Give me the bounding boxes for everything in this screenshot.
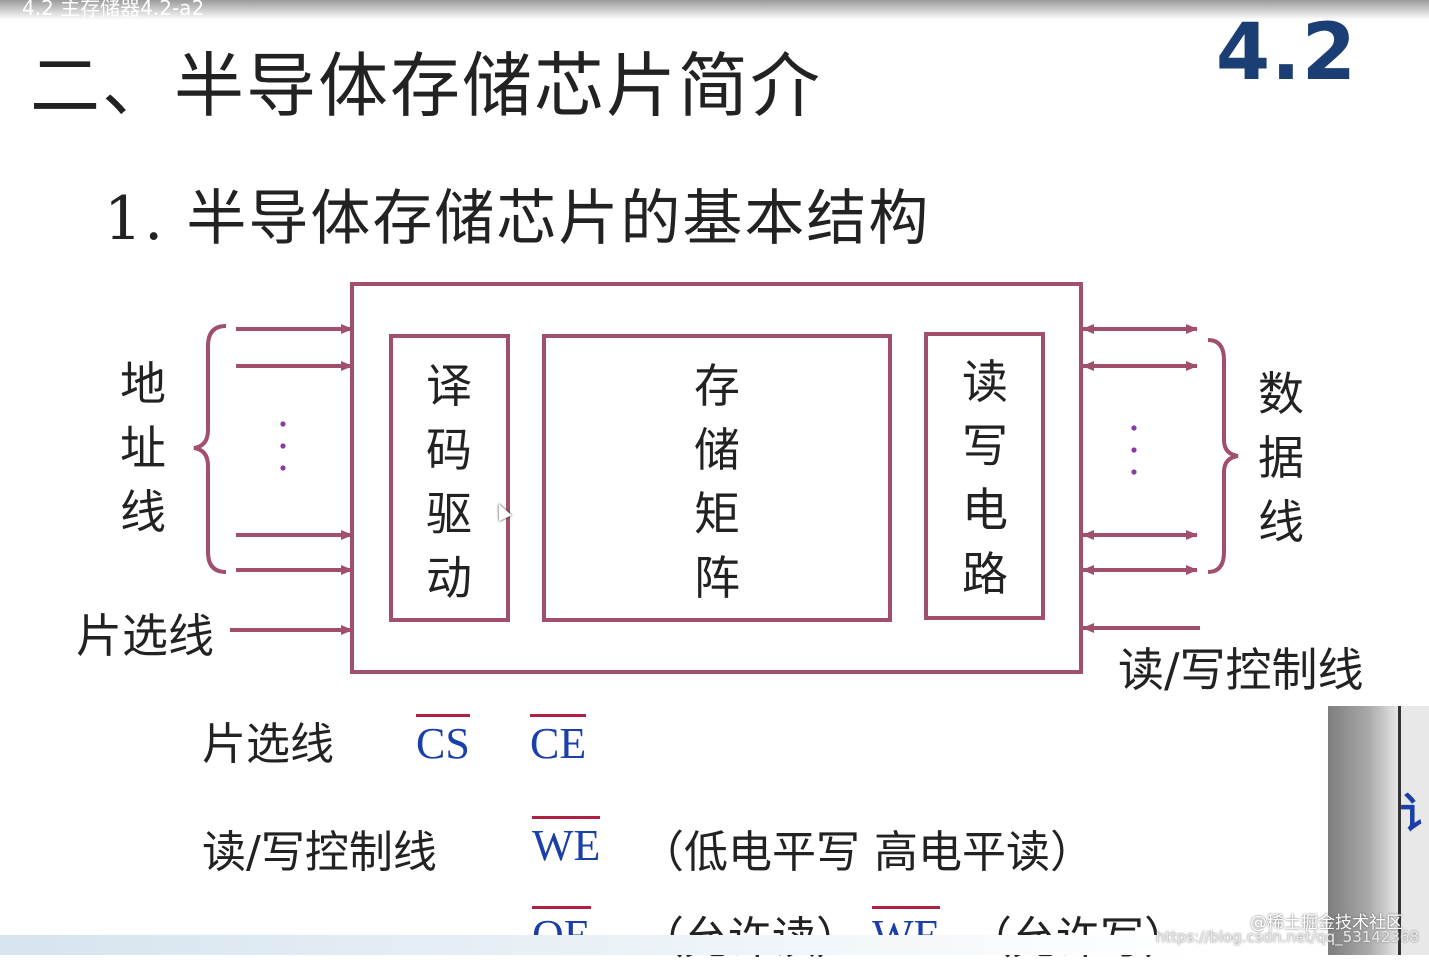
rw-char: 读 [962, 355, 1008, 409]
bottom-decoration [0, 935, 1200, 955]
ce-signal: CE [530, 714, 587, 769]
decoder-char: 驱 [426, 487, 472, 541]
matrix-block [542, 334, 892, 622]
overline [872, 906, 941, 909]
rw-circuit-label: 读 写 电 路 [954, 350, 1016, 606]
matrix-label: 存 储 矩 阵 [686, 354, 748, 610]
decoder-char: 译 [426, 359, 472, 413]
ellipsis-dot [1131, 469, 1137, 475]
cs-signal: CS [416, 714, 470, 769]
we-signal: WE [532, 816, 601, 871]
overline [532, 816, 601, 819]
matrix-char: 储 [694, 423, 740, 477]
ce-text: CE [530, 719, 587, 768]
cs-text: CS [416, 719, 470, 768]
watermark-text: @稀土掘金技术社区 [1250, 913, 1403, 933]
ellipsis-dot [280, 443, 286, 449]
address-char: 址 [120, 421, 166, 475]
chip-select-label: 片选线 [76, 609, 214, 663]
address-brace [193, 324, 227, 574]
data-brace [1207, 338, 1239, 574]
video-thumbnail [1328, 706, 1429, 955]
we-note: （低电平写 高电平读） [640, 827, 1094, 878]
section-number: 4.2 [1215, 8, 1357, 98]
rw-char: 路 [962, 547, 1008, 601]
data-char: 数 [1258, 367, 1304, 421]
matrix-char: 阵 [694, 551, 740, 605]
rw-char: 电 [962, 483, 1008, 537]
sub-heading: 1. 半导体存储芯片的基本结构 [104, 184, 931, 254]
legend-rw-control-label: 读/写控制线 [202, 827, 437, 878]
decoder-char: 码 [426, 423, 472, 477]
rw-char: 写 [962, 419, 1008, 473]
data-lines-label: 数 据 线 [1250, 362, 1312, 554]
decoder-block [389, 334, 510, 622]
overline [530, 714, 587, 717]
chip-outline [350, 282, 1083, 674]
decoder-label: 译 码 驱 动 [418, 354, 480, 610]
rw-circuit-block [924, 332, 1045, 620]
we-text: WE [532, 821, 601, 870]
thumbnail-divider [1398, 706, 1401, 955]
thumbnail-glyph: 讠 [1400, 789, 1429, 838]
data-char: 据 [1258, 431, 1304, 485]
overline [416, 714, 470, 717]
data-char: 线 [1258, 495, 1304, 549]
main-heading: 二、半导体存储芯片简介 [30, 45, 822, 127]
ellipsis-dot [1131, 425, 1137, 431]
video-title-bar: 4.2 主存储器4.2-a2 [0, 0, 1429, 20]
address-lines-label: 地 址 线 [112, 352, 174, 544]
matrix-char: 存 [694, 359, 740, 413]
ellipsis-dot [280, 465, 286, 471]
overline [532, 906, 591, 909]
ellipsis-dot [1131, 447, 1137, 453]
video-title: 4.2 主存储器4.2-a2 [22, 0, 205, 20]
oe-note: （允许读） [640, 902, 860, 966]
legend-chip-select-label: 片选线 [202, 719, 334, 770]
decoder-char: 动 [426, 551, 472, 605]
rw-control-label: 读/写控制线 [1118, 643, 1364, 697]
ellipsis-dot [280, 421, 286, 427]
watermark-url: https://blog.csdn.net/qq_53142368 [1155, 928, 1419, 946]
matrix-char: 矩 [694, 487, 740, 541]
address-char: 线 [120, 485, 166, 539]
address-char: 地 [120, 357, 166, 411]
